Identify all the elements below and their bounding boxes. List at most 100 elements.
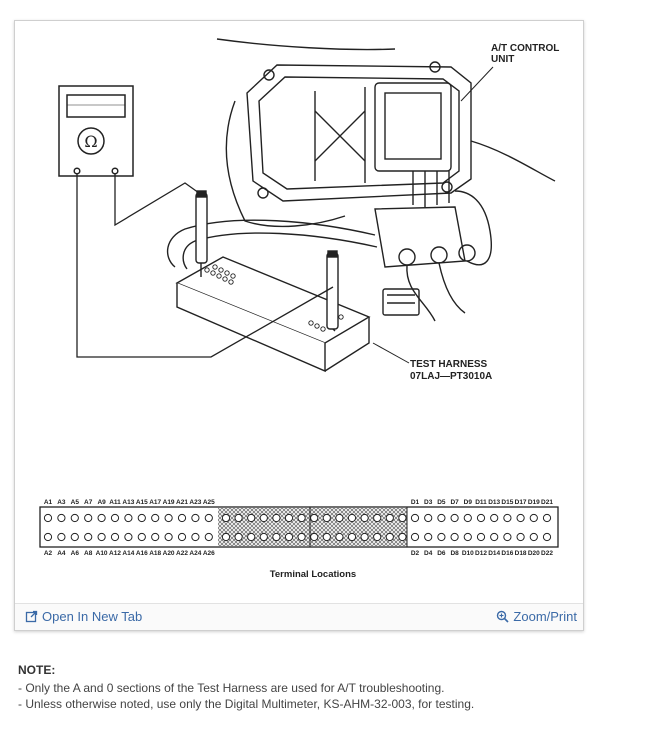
terminal-pin xyxy=(516,513,525,523)
terminal-pin xyxy=(450,513,459,523)
test-harness-label-line1: TEST HARNESS xyxy=(410,359,488,370)
terminal-label: D2 xyxy=(411,550,420,557)
terminal-pin xyxy=(70,513,79,523)
terminal-pin xyxy=(437,532,446,542)
terminal-pin xyxy=(272,532,281,542)
harness-cable xyxy=(166,219,378,270)
terminal-pin xyxy=(234,513,243,523)
terminal-label: D13 xyxy=(488,499,500,506)
terminal-label: A12 xyxy=(109,550,121,557)
terminal-label: D17 xyxy=(515,499,527,506)
terminal-pin xyxy=(221,532,231,542)
a-section-pins xyxy=(43,513,213,542)
terminal-pin xyxy=(335,513,344,523)
terminal-label: A14 xyxy=(122,550,134,557)
terminal-pin xyxy=(322,513,331,523)
terminal-label: D5 xyxy=(437,499,446,506)
terminal-caption: Terminal Locations xyxy=(270,569,356,580)
terminal-pin xyxy=(110,532,120,542)
callouts: A/T CONTROL UNIT TEST HARNESS 07LAJ—PT30… xyxy=(372,43,559,382)
terminal-pin xyxy=(437,513,446,523)
terminal-label: D4 xyxy=(424,550,433,557)
terminal-pin xyxy=(284,532,294,542)
terminal-label: A18 xyxy=(149,550,161,557)
terminal-label: D22 xyxy=(541,550,553,557)
terminal-label: A5 xyxy=(71,499,80,506)
terminal-pin xyxy=(43,513,53,523)
terminal-label: A20 xyxy=(163,550,175,557)
terminal-pin xyxy=(191,513,200,523)
open-in-new-tab-label: Open In New Tab xyxy=(42,609,143,624)
terminal-pin xyxy=(164,513,173,523)
terminal-pin xyxy=(410,513,420,523)
terminal-pin xyxy=(360,532,369,542)
terminal-pin xyxy=(70,532,79,542)
terminal-pin xyxy=(247,513,256,523)
terminal-label: A26 xyxy=(203,550,215,557)
note-line-2: - Unless otherwise noted, use only the D… xyxy=(18,697,475,711)
terminal-pin xyxy=(347,513,357,523)
terminal-label: A10 xyxy=(96,550,108,557)
terminal-label: A11 xyxy=(109,499,121,506)
terminal-label: D14 xyxy=(488,550,500,557)
note-line-1: - Only the A and 0 sections of the Test … xyxy=(18,681,445,695)
terminal-pin xyxy=(398,513,407,523)
terminal-pin xyxy=(110,513,120,523)
terminal-pin xyxy=(221,513,231,523)
terminal-pin xyxy=(542,513,552,523)
terminal-label: A22 xyxy=(176,550,188,557)
terminal-pin xyxy=(297,513,306,523)
svg-text:Ω: Ω xyxy=(84,132,97,151)
terminal-pin xyxy=(503,532,512,542)
zoom-print-label: Zoom/Print xyxy=(513,609,577,624)
terminal-pin xyxy=(424,532,433,542)
terminal-pin xyxy=(476,513,486,523)
terminal-pin xyxy=(373,532,382,542)
terminal-label: D15 xyxy=(501,499,513,506)
control-unit xyxy=(216,38,556,322)
terminal-pin xyxy=(373,513,382,523)
terminal-pin xyxy=(151,532,160,542)
terminal-label: A2 xyxy=(44,550,53,557)
terminal-label: A6 xyxy=(71,550,80,557)
terminal-label: A21 xyxy=(176,499,188,506)
terminal-pin xyxy=(503,513,512,523)
terminal-pin xyxy=(57,532,66,542)
middle-section-pins xyxy=(221,513,407,542)
zoom-print-link[interactable]: Zoom/Print xyxy=(496,609,577,624)
note-section: NOTE: - Only the A and 0 sections of the… xyxy=(18,662,474,712)
terminal-label: D8 xyxy=(450,550,459,557)
terminal-label: A17 xyxy=(149,499,161,506)
terminal-label: A23 xyxy=(189,499,201,506)
terminal-pin xyxy=(385,532,394,542)
terminal-pin xyxy=(272,513,281,523)
open-in-new-tab-icon xyxy=(25,610,38,623)
multimeter: Ω xyxy=(58,85,134,177)
terminal-pin xyxy=(410,532,420,542)
terminal-pin xyxy=(347,532,357,542)
terminal-pin xyxy=(463,532,472,542)
terminal-pin xyxy=(463,513,472,523)
terminal-pin xyxy=(84,513,93,523)
terminal-pin xyxy=(164,532,173,542)
terminal-pin xyxy=(529,532,538,542)
terminal-label: D3 xyxy=(424,499,433,506)
terminal-pin xyxy=(516,532,525,542)
terminal-pin xyxy=(204,532,213,542)
terminal-pin xyxy=(259,513,268,523)
terminal-pin xyxy=(151,513,160,523)
terminal-pin xyxy=(310,532,319,542)
terminal-label: A7 xyxy=(84,499,93,506)
terminal-pin xyxy=(310,513,319,523)
terminal-label: D21 xyxy=(541,499,553,506)
test-harness-box xyxy=(175,256,371,373)
terminal-pin xyxy=(450,532,459,542)
terminal-pin xyxy=(259,532,268,542)
terminal-pin xyxy=(476,532,486,542)
terminal-label: D7 xyxy=(450,499,459,506)
open-in-new-tab-link[interactable]: Open In New Tab xyxy=(25,609,142,624)
